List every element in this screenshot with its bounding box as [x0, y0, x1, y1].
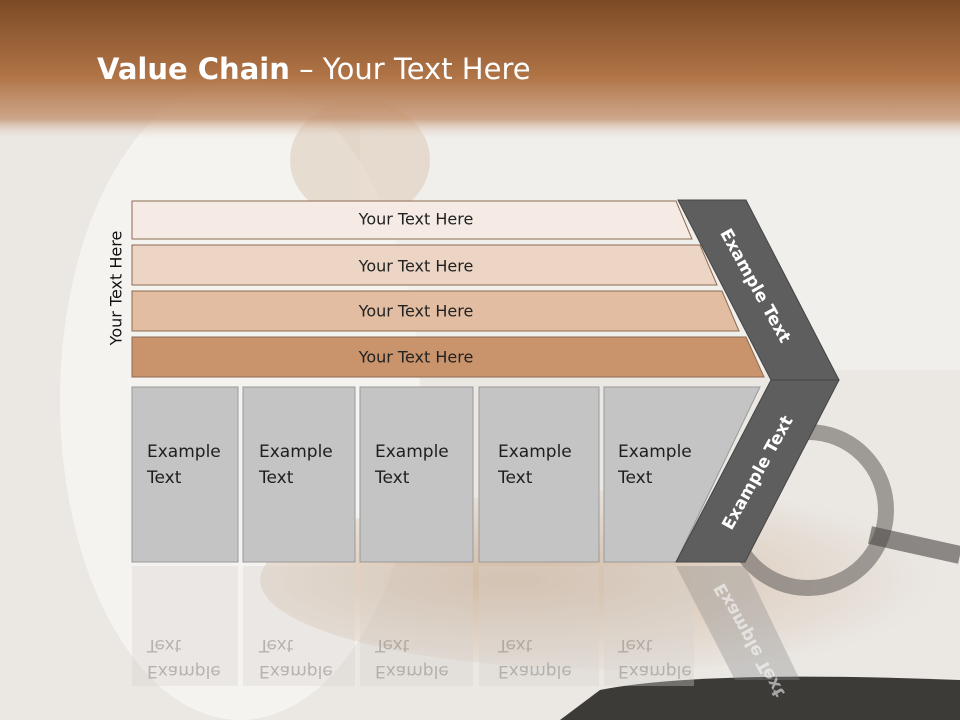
side-axis-label: Your Text Here [106, 230, 126, 346]
row-bar-4 [131, 336, 765, 378]
column-text-3: Example Text [375, 442, 449, 488]
column-box-4 [478, 386, 600, 563]
row-label-2: Your Text Here [358, 256, 474, 276]
row-bar-1 [131, 200, 693, 240]
title-rest: – Your Text Here [289, 52, 531, 86]
slide-title: Value Chain – Your Text Here [97, 52, 531, 86]
row-label-3: Your Text Here [358, 301, 474, 321]
column-box-1 [131, 386, 239, 563]
column-text-4: Example Text [498, 442, 572, 488]
row-label-4: Your Text Here [358, 347, 474, 367]
title-strong: Value Chain [97, 52, 290, 86]
row-bar-2 [131, 244, 718, 286]
column-text-1: Example Text [147, 442, 221, 488]
row-label-1: Your Text Here [358, 209, 474, 229]
column-box-3 [359, 386, 474, 563]
lower-chevron [675, 379, 840, 563]
column-text-2: Example Text [259, 442, 333, 488]
reflection-shapes [132, 566, 800, 686]
row-bar-3 [131, 290, 740, 332]
column-text-5: Example Text [618, 442, 692, 488]
column-box-2 [242, 386, 356, 563]
